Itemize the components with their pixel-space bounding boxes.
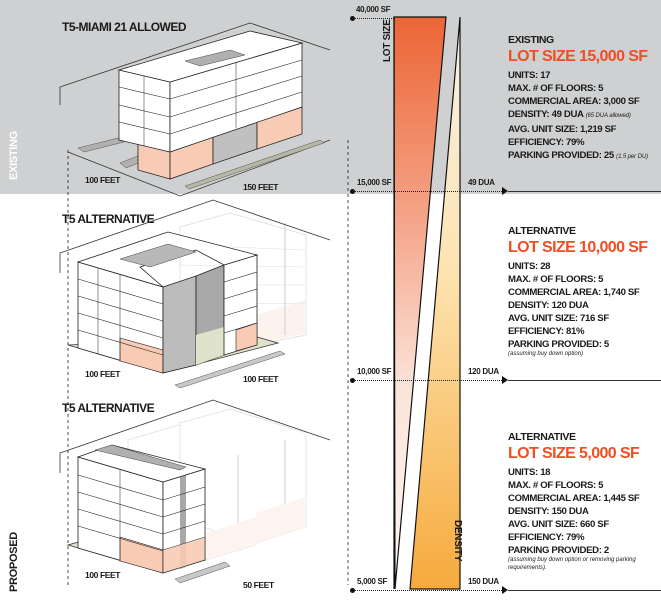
info-density-note: (65 DUA allowed) <box>585 113 631 119</box>
depth-label-alt-10000: 100 FEET <box>243 374 279 384</box>
info-panel-alt-10000: ALTERNATIVE LOT SIZE 10,000 SF UNITS: 28… <box>508 225 658 359</box>
info-lot-size: LOT SIZE 15,000 SF <box>508 48 648 65</box>
divider-line-existing <box>508 191 661 192</box>
divider-line-alt-10000 <box>508 380 661 381</box>
info-density-row: DENSITY: 49 DUA (65 DUA allowed) <box>508 108 658 123</box>
building-alt-5000 <box>59 399 331 584</box>
width-label-alt-10000: 100 FEET <box>85 369 121 379</box>
width-label-existing: 100 FEET <box>85 175 121 185</box>
tick-dot-15000 <box>350 189 355 194</box>
info-efficiency: EFFICIENCY: 79% <box>508 137 585 148</box>
info-avg-unit: AVG. UNIT SIZE: 660 SF <box>508 519 609 530</box>
tick-line-15000 <box>354 191 504 192</box>
tick-dot-10000 <box>350 378 355 383</box>
info-parking-subnote: (assuming buy down option) <box>508 351 584 357</box>
info-commercial: COMMERCIAL AREA: 1,445 SF <box>508 493 640 504</box>
info-floors: MAX. # OF FLOORS: 5 <box>508 83 604 94</box>
info-kind: ALTERNATIVE <box>508 431 576 443</box>
info-parking: PARKING PROVIDED: 25 <box>508 150 614 161</box>
info-density: DENSITY: 150 DUA <box>508 506 589 517</box>
tick-line-5000 <box>354 590 504 591</box>
section-title-alt-5000: T5 ALTERNATIVE <box>62 401 155 415</box>
info-kind: ALTERNATIVE <box>508 225 576 237</box>
lot-size-axis-label: LOT SIZE <box>382 19 393 62</box>
info-parking-row: PARKING PROVIDED: 25 (1.5 per DU) <box>508 149 658 164</box>
info-commercial: COMMERCIAL AREA: 1,740 SF <box>508 287 640 298</box>
tick-label-150dua: 150 DUA <box>468 577 499 586</box>
info-density: DENSITY: 120 DUA <box>508 300 589 311</box>
info-panel-alt-5000: ALTERNATIVE LOT SIZE 5,000 SF UNITS: 18 … <box>508 431 658 572</box>
info-units: UNITS: 28 <box>508 261 551 272</box>
info-efficiency: EFFICIENCY: 79% <box>508 532 585 543</box>
info-lot-size: LOT SIZE 5,000 SF <box>508 445 640 462</box>
info-commercial: COMMERCIAL AREA: 3,000 SF <box>508 96 640 107</box>
tick-dot-5000 <box>350 588 355 593</box>
tick-arrow-150 <box>502 586 508 594</box>
tick-label-120dua: 120 DUA <box>468 367 499 376</box>
divider-line-alt-5000 <box>508 590 661 591</box>
info-units: UNITS: 18 <box>508 467 551 478</box>
tick-label-40000: 40,000 SF <box>356 5 391 14</box>
tick-arrow-120 <box>502 376 508 384</box>
building-alt-10000 <box>59 199 331 389</box>
info-panel-existing: EXISTING LOT SIZE 15,000 SF UNITS: 17 MA… <box>508 34 658 164</box>
tick-arrow-49 <box>502 187 508 195</box>
info-parking: PARKING PROVIDED: 2 <box>508 545 609 556</box>
tick-label-49dua: 49 DUA <box>468 178 495 187</box>
info-floors: MAX. # OF FLOORS: 5 <box>508 480 604 491</box>
tick-line-40000 <box>354 18 394 19</box>
info-kind: EXISTING <box>508 34 554 46</box>
section-title-existing: T5-MIAMI 21 ALLOWED <box>62 20 187 34</box>
existing-band <box>0 0 661 194</box>
tick-label-15000: 15,000 SF <box>357 178 392 187</box>
tick-line-10000 <box>354 380 504 381</box>
info-avg-unit: AVG. UNIT SIZE: 1,219 SF <box>508 124 617 135</box>
building-existing <box>59 22 331 197</box>
section-title-alt-10000: T5 ALTERNATIVE <box>62 212 155 226</box>
width-label-alt-5000: 100 FEET <box>85 570 121 580</box>
info-parking: PARKING PROVIDED: 5 <box>508 339 609 350</box>
depth-label-existing: 150 FEET <box>243 182 279 192</box>
info-parking-note: (1.5 per DU) <box>616 154 648 160</box>
density-axis-label: DENSITY <box>452 520 463 562</box>
info-efficiency: EFFICIENCY: 81% <box>508 326 585 337</box>
tick-label-5000: 5,000 SF <box>357 577 388 586</box>
info-avg-unit: AVG. UNIT SIZE: 716 SF <box>508 313 609 324</box>
tick-label-10000: 10,000 SF <box>357 367 392 376</box>
info-units: UNITS: 17 <box>508 70 551 81</box>
info-lot-size: LOT SIZE 10,000 SF <box>508 239 648 256</box>
info-parking-subnote: (assuming buy down option or removing pa… <box>508 557 636 571</box>
depth-label-alt-5000: 50 FEET <box>243 580 274 590</box>
info-floors: MAX. # OF FLOORS: 5 <box>508 274 604 285</box>
info-density: DENSITY: 49 DUA <box>508 109 584 120</box>
tick-dot-40000 <box>350 16 355 21</box>
